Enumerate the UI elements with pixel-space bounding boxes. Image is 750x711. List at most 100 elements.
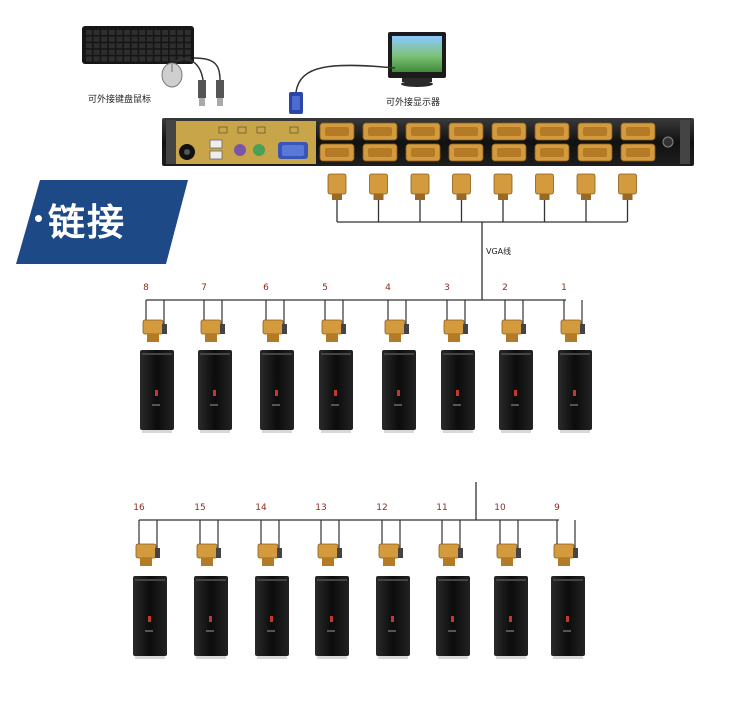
- usb-plug-icon: [463, 324, 468, 334]
- vga-plug-icon: [410, 173, 430, 222]
- computer-number-label: 2: [502, 283, 508, 293]
- switch-vga-port: [577, 143, 613, 162]
- switch-vga-connectors: [327, 173, 637, 222]
- mouse-icon: [161, 62, 183, 88]
- vga-plug-icon: [378, 543, 400, 566]
- computer-number-label: 12: [376, 503, 388, 513]
- desktop-tower-icon: [376, 576, 410, 659]
- switch-vga-port: [319, 143, 355, 162]
- vga-plug-icon: [327, 173, 347, 222]
- desktop-tower-icon: [558, 350, 592, 433]
- computer-unit: [140, 300, 174, 433]
- usb-plug-icon: [404, 324, 409, 334]
- usb-plug-icon: [216, 548, 221, 558]
- desktop-tower-icon: [140, 350, 174, 433]
- usb-plug-icon: [398, 548, 403, 558]
- banner-shape: [16, 180, 188, 264]
- computer-number-label: 3: [444, 283, 450, 293]
- switch-vga-port: [620, 143, 656, 162]
- vga-cable: [289, 64, 396, 114]
- usb-plug-icon: [573, 548, 578, 558]
- computer-unit: [198, 300, 232, 433]
- vga-plug-icon: [384, 319, 406, 342]
- switch-vga-port: [491, 143, 527, 162]
- desktop-tower-icon: [198, 350, 232, 433]
- computer-unit: [382, 300, 416, 433]
- switch-vga-port: [491, 122, 527, 141]
- switch-vga-port: [405, 143, 441, 162]
- computer-unit: [551, 520, 585, 659]
- vga-plug-icon: [438, 543, 460, 566]
- computer-unit: [315, 520, 349, 659]
- desktop-tower-icon: [499, 350, 533, 433]
- computer-number-label: 15: [194, 503, 206, 513]
- monitor-icon: [388, 32, 446, 87]
- vga-plug-icon: [493, 173, 513, 222]
- computer-number-label: 9: [554, 503, 560, 513]
- computer-number-label: 4: [385, 283, 391, 293]
- keyboard-icon: [82, 26, 194, 64]
- desktop-tower-icon: [494, 576, 528, 659]
- vga-bundle: [337, 221, 627, 300]
- computer-number-label: 7: [201, 283, 207, 293]
- vga-plug-icon: [496, 543, 518, 566]
- vga-plug-icon: [321, 319, 343, 342]
- usb-plug-icon: [521, 324, 526, 334]
- computer-number-label: 10: [494, 503, 506, 513]
- vga-plug-icon: [560, 319, 582, 342]
- vga-plug-icon: [443, 319, 465, 342]
- vga-plug-icon: [452, 173, 471, 222]
- switch-vga-port: [362, 143, 398, 162]
- usb-plug-icon: [337, 548, 342, 558]
- computer-unit: [499, 300, 533, 433]
- vga-plug-icon: [135, 543, 157, 566]
- computer-unit: [255, 520, 289, 659]
- switch-vga-port: [577, 122, 613, 141]
- computer-unit: [436, 520, 470, 659]
- usb-plug-icon: [155, 548, 160, 558]
- desktop-tower-icon: [194, 576, 228, 659]
- computer-number-label: 6: [263, 283, 269, 293]
- computer-unit: [319, 300, 353, 433]
- keyboard-mouse-label: 可外接键盘鼠标: [88, 95, 152, 105]
- cable-label: VGA线: [486, 247, 512, 256]
- vga-plug-icon: [535, 173, 554, 222]
- switch-vga-port: [534, 143, 570, 162]
- computer-unit: [494, 520, 528, 659]
- computer-number-label: 16: [133, 503, 145, 513]
- banner-bullet: [35, 215, 42, 222]
- switch-vga-port: [319, 122, 355, 141]
- usb-plug-icon: [341, 324, 346, 334]
- computer-number-label: 1: [561, 283, 567, 293]
- desktop-tower-icon: [441, 350, 475, 433]
- computer-unit: [441, 300, 475, 433]
- computer-unit: [194, 520, 228, 659]
- switch-vga-port: [448, 143, 484, 162]
- computer-row-2: [133, 519, 585, 659]
- computer-number-label: 11: [436, 503, 448, 513]
- desktop-tower-icon: [315, 576, 349, 659]
- vga-plug-icon: [262, 319, 284, 342]
- desktop-tower-icon: [255, 576, 289, 659]
- usb-plug-icon: [162, 324, 167, 334]
- vga-plug-icon: [501, 319, 523, 342]
- vga-plug-icon: [369, 173, 388, 222]
- switch-vga-port: [405, 122, 441, 141]
- desktop-tower-icon: [382, 350, 416, 433]
- usb-plug-icon: [198, 80, 224, 106]
- usb-plug-icon: [277, 548, 282, 558]
- usb-plug-icon: [282, 324, 287, 334]
- computer-unit: [133, 520, 167, 659]
- vga-plug-icon: [553, 543, 575, 566]
- computer-unit: [558, 300, 592, 433]
- switch-vga-port: [448, 122, 484, 141]
- usb-plug-icon: [516, 548, 521, 558]
- vga-plug-icon: [196, 543, 218, 566]
- vga-plug-icon: [317, 543, 339, 566]
- banner-title: 链接: [48, 201, 126, 244]
- computer-unit: [376, 520, 410, 659]
- desktop-tower-icon: [319, 350, 353, 433]
- usb-plug-icon: [220, 324, 225, 334]
- computer-number-label: 13: [315, 503, 327, 513]
- switch-vga-port: [620, 122, 656, 141]
